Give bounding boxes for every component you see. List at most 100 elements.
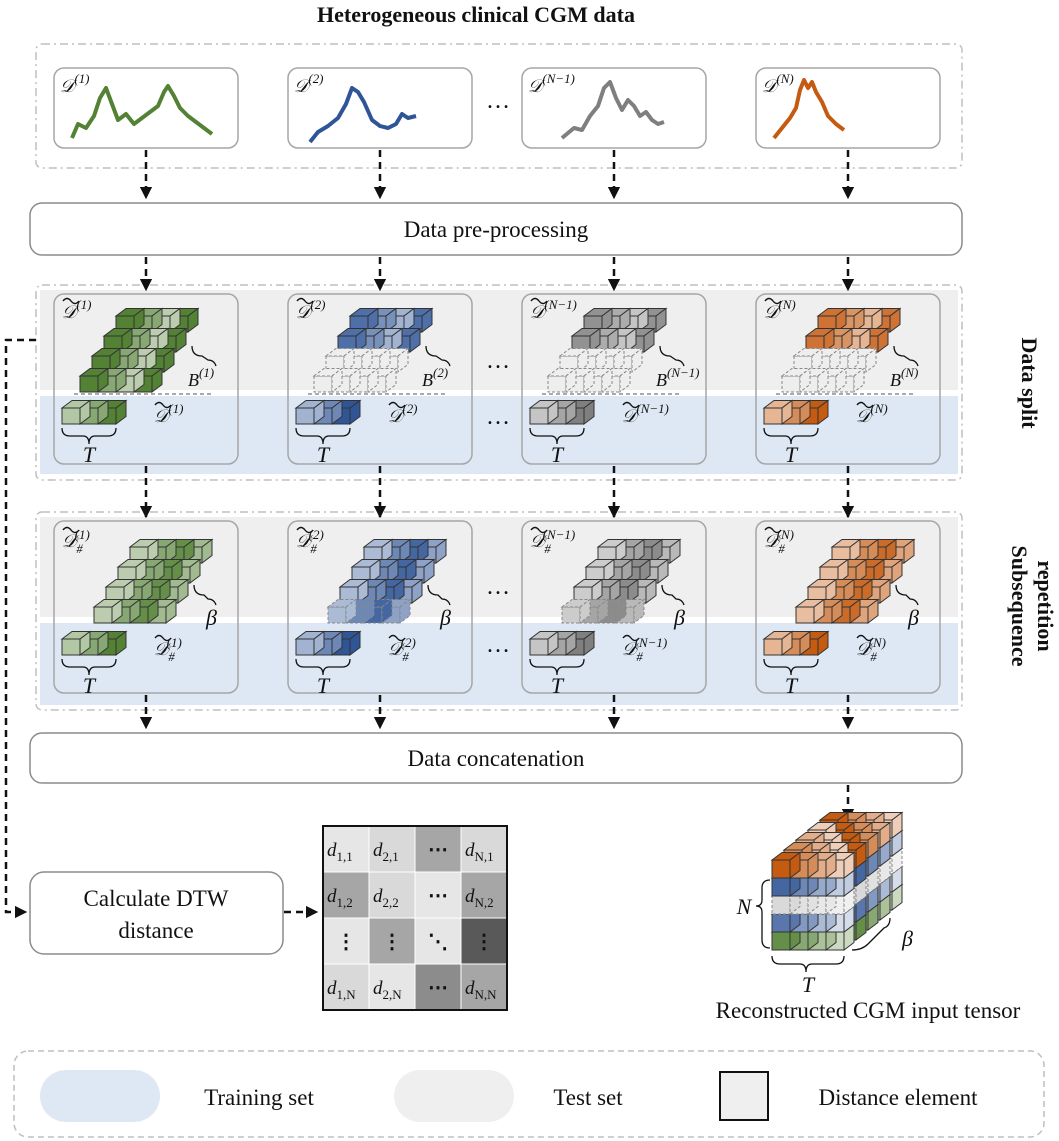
cube-side: [159, 578, 171, 604]
cube: [794, 598, 826, 624]
cube-side: [817, 630, 829, 656]
cube-side: [547, 399, 559, 425]
legend-distance-label: Distance element: [818, 1085, 978, 1110]
tilde-mark: [388, 634, 406, 642]
matrix-cell: [460, 917, 508, 965]
cube-side: [367, 367, 379, 393]
matrix-cell-label: ⋮: [336, 931, 356, 953]
repetition-dataset-3: 𝒟#(N−1)βT𝒟#(N−1): [521, 520, 707, 698]
cube-side: [171, 558, 183, 584]
cube-side: [379, 347, 391, 373]
cube: [804, 327, 836, 353]
cube-side: [411, 578, 423, 604]
repetition-beta-label: β: [673, 605, 685, 630]
cube-side: [147, 538, 159, 564]
cube-side: [855, 877, 867, 905]
cube-side: [859, 327, 871, 353]
cube-side: [363, 598, 375, 624]
cube-side: [151, 367, 163, 393]
cube-side: [655, 307, 667, 333]
cube-side: [625, 327, 637, 353]
repetition-brace: [193, 584, 217, 606]
split-T-label: T: [83, 442, 97, 467]
tilde-mark: [296, 297, 314, 305]
cube: [546, 367, 578, 393]
brace: [529, 427, 585, 445]
cube-side: [313, 399, 325, 425]
cube-side: [807, 851, 819, 879]
cube: [762, 399, 794, 425]
cube-side: [867, 831, 879, 859]
tilde-mark: [622, 634, 640, 642]
cube-side: [399, 538, 411, 564]
tilde-mark: [856, 634, 874, 642]
cube-side: [615, 598, 627, 624]
cube-side: [141, 578, 153, 604]
tensor-caption: Reconstructed CGM input tensor: [716, 998, 1021, 1023]
cube-side: [187, 307, 199, 333]
cube-side: [163, 347, 175, 373]
matrix-cell: [368, 963, 416, 1011]
repetition-brace: [661, 584, 685, 606]
cube-side: [867, 867, 879, 895]
cube-side: [867, 885, 879, 913]
cube-side: [591, 578, 603, 604]
cube-side: [849, 598, 861, 624]
tensor-beta-brace: [851, 917, 891, 951]
cube-side: [879, 875, 891, 903]
repetition-beta-label: β: [205, 605, 217, 630]
cube-side: [621, 558, 633, 584]
split-box: [287, 293, 473, 465]
brace: [295, 427, 351, 445]
cube-side: [391, 327, 403, 353]
cube-side: [877, 327, 889, 353]
cube-side: [385, 307, 397, 333]
cube-side: [637, 307, 649, 333]
cube: [528, 399, 560, 425]
cube: [572, 578, 604, 604]
cube-side: [165, 598, 177, 624]
cube-side: [799, 367, 811, 393]
repetition-dataset-1: 𝒟#(1)βT𝒟#(1): [53, 520, 239, 698]
cube-side: [669, 538, 681, 564]
repetition-label-line2: repetition: [1033, 560, 1058, 651]
cube: [582, 307, 614, 333]
cube-side: [385, 367, 397, 393]
cube-side: [891, 847, 903, 875]
cube-side: [169, 307, 181, 333]
cube-side: [843, 851, 855, 879]
concat-box: [29, 732, 963, 784]
cube-side: [657, 558, 669, 584]
split-brace: [191, 345, 217, 367]
cube-side: [781, 399, 793, 425]
cube-side: [867, 538, 879, 564]
cube-side: [633, 598, 645, 624]
preprocess-label: Data pre-processing: [404, 217, 589, 242]
legend-test-swatch: [394, 1070, 514, 1122]
split-dataset-4: 𝒟(N)B(N)T𝒟(N): [755, 293, 941, 467]
raw-dataset-2: 𝒟(2): [287, 67, 473, 149]
cube-side: [891, 865, 903, 893]
cube-side: [811, 347, 823, 373]
glucose-trace: [560, 80, 665, 140]
cube-side: [133, 307, 145, 333]
glucose-trace: [308, 86, 417, 144]
cube-side: [177, 578, 189, 604]
cube-side: [825, 578, 837, 604]
repetition-box: [755, 520, 941, 694]
cube-side: [409, 327, 421, 353]
ellipsis-3: …: [486, 404, 510, 430]
cube-side: [115, 399, 127, 425]
cube-side: [133, 367, 145, 393]
cube-side: [357, 578, 369, 604]
matrix-cell: [368, 917, 416, 965]
cube-side: [397, 347, 409, 373]
repetition-label-line1: Subsequence: [1007, 545, 1032, 666]
tilde-mark: [296, 526, 314, 534]
cube-side: [891, 811, 903, 839]
split-brace: [659, 345, 685, 367]
cube-side: [609, 578, 621, 604]
cube-side: [595, 347, 607, 373]
cube: [92, 598, 124, 624]
raw-dataset-1: 𝒟(1): [53, 67, 239, 149]
